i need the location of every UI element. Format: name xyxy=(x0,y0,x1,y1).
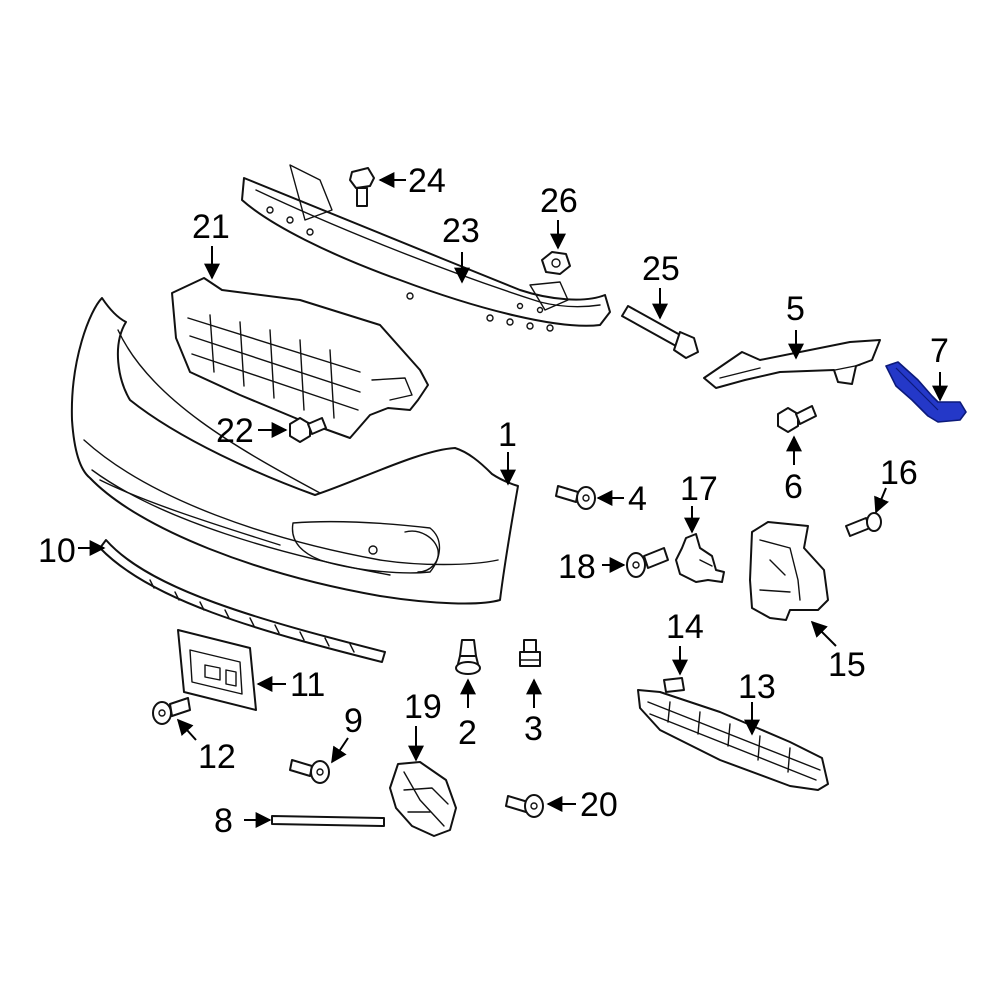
part-clip-14[interactable] xyxy=(663,677,685,693)
callout-25: 25 xyxy=(642,250,680,288)
part-bolt-6[interactable] xyxy=(777,405,817,433)
callout-7: 7 xyxy=(930,332,949,370)
callout-3: 3 xyxy=(524,710,543,748)
callout-8: 8 xyxy=(214,802,233,840)
callout-24: 24 xyxy=(408,162,446,200)
part-clip-17[interactable] xyxy=(675,533,725,583)
callout-22: 22 xyxy=(216,412,254,450)
callout-4: 4 xyxy=(628,480,647,518)
part-reinforcement-beam[interactable] xyxy=(241,164,611,332)
callout-26: 26 xyxy=(540,182,578,220)
callout-10: 10 xyxy=(38,532,76,570)
leader-lines xyxy=(78,172,948,828)
callout-23: 23 xyxy=(442,212,480,250)
callout-19: 19 xyxy=(404,688,442,726)
part-air-shutter[interactable] xyxy=(171,277,429,439)
part-screw-12[interactable] xyxy=(152,697,191,725)
callout-11: 11 xyxy=(290,666,325,704)
part-bolt-25[interactable] xyxy=(621,305,699,359)
callout-16: 16 xyxy=(880,454,918,492)
part-screw-20[interactable] xyxy=(505,794,544,818)
callout-labels: 24 26 21 23 25 5 7 22 6 1 4 17 16 10 18 … xyxy=(38,162,949,840)
part-bolt-24[interactable] xyxy=(349,167,375,207)
part-screw-16[interactable] xyxy=(845,512,882,537)
part-strip-8[interactable] xyxy=(271,815,385,827)
callout-9: 9 xyxy=(344,702,363,740)
part-splash-guard-15[interactable] xyxy=(749,521,829,621)
part-screw-9[interactable] xyxy=(289,759,330,784)
part-bracket-5[interactable] xyxy=(703,339,881,389)
part-bracket-7-highlighted[interactable] xyxy=(885,361,967,423)
callout-5: 5 xyxy=(786,290,805,328)
part-bolt-22[interactable] xyxy=(289,417,327,443)
callout-12: 12 xyxy=(198,738,236,776)
part-clip-2[interactable] xyxy=(455,639,481,675)
part-clip-3[interactable] xyxy=(519,639,541,667)
callout-6: 6 xyxy=(784,468,803,506)
part-lower-grille-13[interactable] xyxy=(637,689,829,791)
callout-14: 14 xyxy=(666,608,704,646)
callout-18: 18 xyxy=(558,548,596,586)
part-license-bracket-11[interactable] xyxy=(177,629,257,711)
part-screw-4[interactable] xyxy=(555,485,596,510)
callout-21: 21 xyxy=(192,208,230,246)
callout-2: 2 xyxy=(458,714,477,752)
callout-13: 13 xyxy=(738,668,776,706)
part-lower-molding[interactable] xyxy=(99,539,386,663)
callout-17: 17 xyxy=(680,470,718,508)
callout-1: 1 xyxy=(498,416,517,454)
callout-20: 20 xyxy=(580,786,618,824)
part-nut-26[interactable] xyxy=(541,251,571,275)
callout-15: 15 xyxy=(828,646,866,684)
part-fog-bezel-19[interactable] xyxy=(389,761,457,837)
part-screw-18[interactable] xyxy=(626,547,669,578)
